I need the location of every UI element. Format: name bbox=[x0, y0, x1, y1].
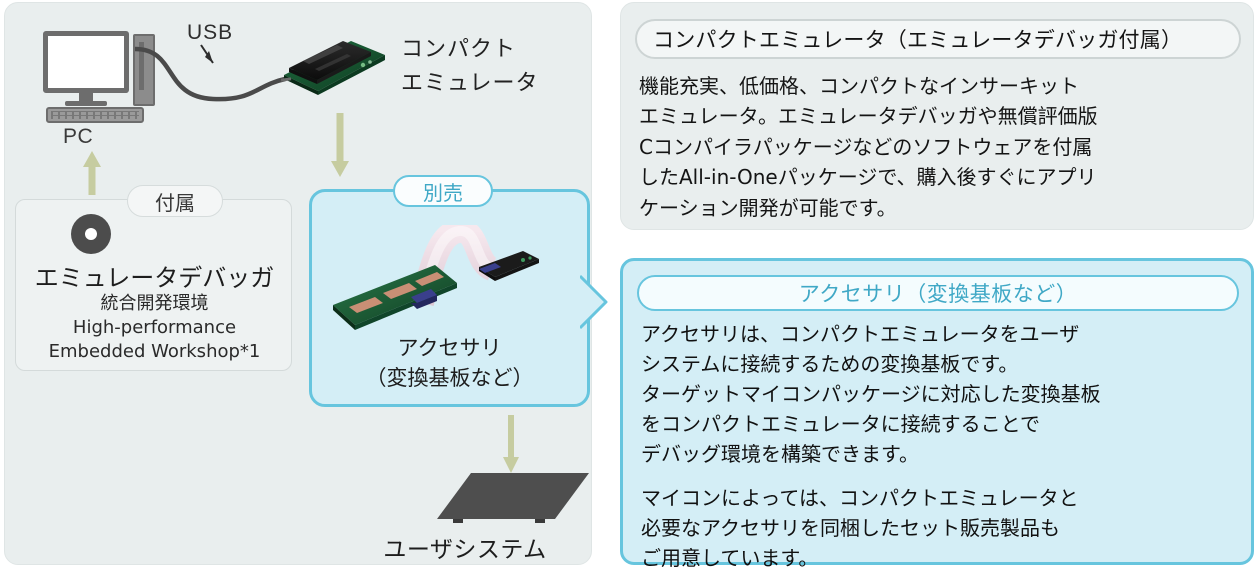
compact-emulator-label-line2: エミュレータ bbox=[401, 71, 539, 97]
cyan-p2-line3: ご用意しています。 bbox=[641, 546, 819, 567]
user-system-label: ユーザシステム bbox=[383, 537, 547, 563]
cyan-p1-line5: デバッグ環境を構築できます。 bbox=[641, 442, 919, 466]
accessory-callout-arrow bbox=[580, 274, 608, 330]
cyan-p2-line1: マイコンによっては、コンパクトエミュレータと bbox=[641, 486, 1079, 510]
accessory-boards-image bbox=[333, 225, 539, 330]
badge-sold-separately: 別売 bbox=[393, 175, 493, 207]
info-gray-line3: Cコンパイラパッケージなどのソフトウェアを付属 bbox=[639, 134, 1093, 159]
badge-included: 付属 bbox=[127, 185, 223, 217]
user-system-image bbox=[437, 473, 589, 523]
cyan-p2-line2: 必要なアクセサリを同梱したセット販売製品も bbox=[641, 516, 1060, 540]
cyan-p1-line3: ターゲットマイコンパッケージに対応した変換基板 bbox=[641, 382, 1101, 406]
debugger-sub-line1: 統合開発環境 bbox=[100, 293, 209, 314]
emulator-debugger-box: エミュレータデバッガ 統合開発環境 High-performance Embed… bbox=[15, 199, 292, 371]
compact-emulator-label: コンパクト エミュレータ bbox=[401, 33, 539, 101]
accessory-label-line2: （変換基板など） bbox=[365, 366, 534, 391]
compact-emulator-info-panel: コンパクトエミュレータ（エミュレータデバッガ付属） 機能充実、低価格、コンパクト… bbox=[620, 2, 1254, 230]
pc-illustration bbox=[43, 27, 173, 139]
diagram-panel: PC USB bbox=[4, 2, 592, 565]
compact-emulator-info-body: 機能充実、低価格、コンパクトなインサーキット エミュレータ。エミュレータデバッガ… bbox=[639, 71, 1243, 223]
emulator-debugger-subtitle: 統合開発環境 High-performance Embedded Worksho… bbox=[16, 292, 293, 363]
info-gray-line4: したAll-in-Oneパッケージで、購入後すぐにアプリ bbox=[639, 165, 1097, 190]
compact-emulator-label-line1: コンパクト bbox=[401, 37, 517, 62]
emulator-debugger-title: エミュレータデバッガ bbox=[34, 264, 275, 292]
accessory-info-title: アクセサリ（変換基板など） bbox=[637, 275, 1239, 311]
info-gray-line5: ケーション開発が可能です。 bbox=[639, 195, 897, 220]
pc-stand-base bbox=[65, 101, 107, 106]
accessory-info-panel: アクセサリ（変換基板など） アクセサリは、コンパクトエミュレータをユーザ システ… bbox=[620, 258, 1254, 567]
arrow-down-to-user-system bbox=[503, 415, 519, 473]
arrow-up-to-pc bbox=[83, 151, 101, 195]
pc-stand-neck bbox=[79, 93, 93, 103]
compact-emulator-info-title: コンパクトエミュレータ（エミュレータデバッガ付属） bbox=[635, 19, 1241, 59]
pc-monitor-icon bbox=[43, 31, 129, 93]
accessory-label-line1: アクセサリ bbox=[397, 336, 502, 360]
cd-disc-icon bbox=[71, 214, 111, 254]
compact-emulator-board-image bbox=[281, 41, 385, 95]
debugger-sub-line2: High-performance bbox=[72, 316, 237, 338]
accessory-label: アクセサリ （変換基板など） bbox=[309, 333, 590, 394]
cyan-p1-line1: アクセサリは、コンパクトエミュレータをユーザ bbox=[641, 322, 1080, 346]
arrow-down-to-accessory bbox=[331, 113, 349, 177]
pc-keyboard-icon bbox=[46, 107, 144, 123]
pc-label: PC bbox=[63, 125, 94, 148]
cyan-p1-line4: をコンパクトエミュレータに接続することで bbox=[641, 412, 1040, 436]
accessory-info-body: アクセサリは、コンパクトエミュレータをユーザ システムに接続するための変換基板で… bbox=[641, 319, 1247, 567]
info-gray-line2: エミュレータ。エミュレータデバッガや無償評価版 bbox=[639, 104, 1098, 129]
debugger-sub-line3: Embedded Workshop*1 bbox=[48, 340, 261, 362]
cyan-p1-line2: システムに接続するための変換基板です。 bbox=[641, 352, 1019, 376]
accessory-info-paragraph-2: マイコンによっては、コンパクトエミュレータと 必要なアクセサリを同梱したセット販… bbox=[641, 483, 1247, 567]
accessory-info-paragraph-1: アクセサリは、コンパクトエミュレータをユーザ システムに接続するための変換基板で… bbox=[641, 319, 1247, 469]
usb-label: USB bbox=[187, 21, 234, 44]
info-gray-line1: 機能充実、低価格、コンパクトなインサーキット bbox=[639, 74, 1079, 98]
usb-cable bbox=[135, 44, 288, 102]
